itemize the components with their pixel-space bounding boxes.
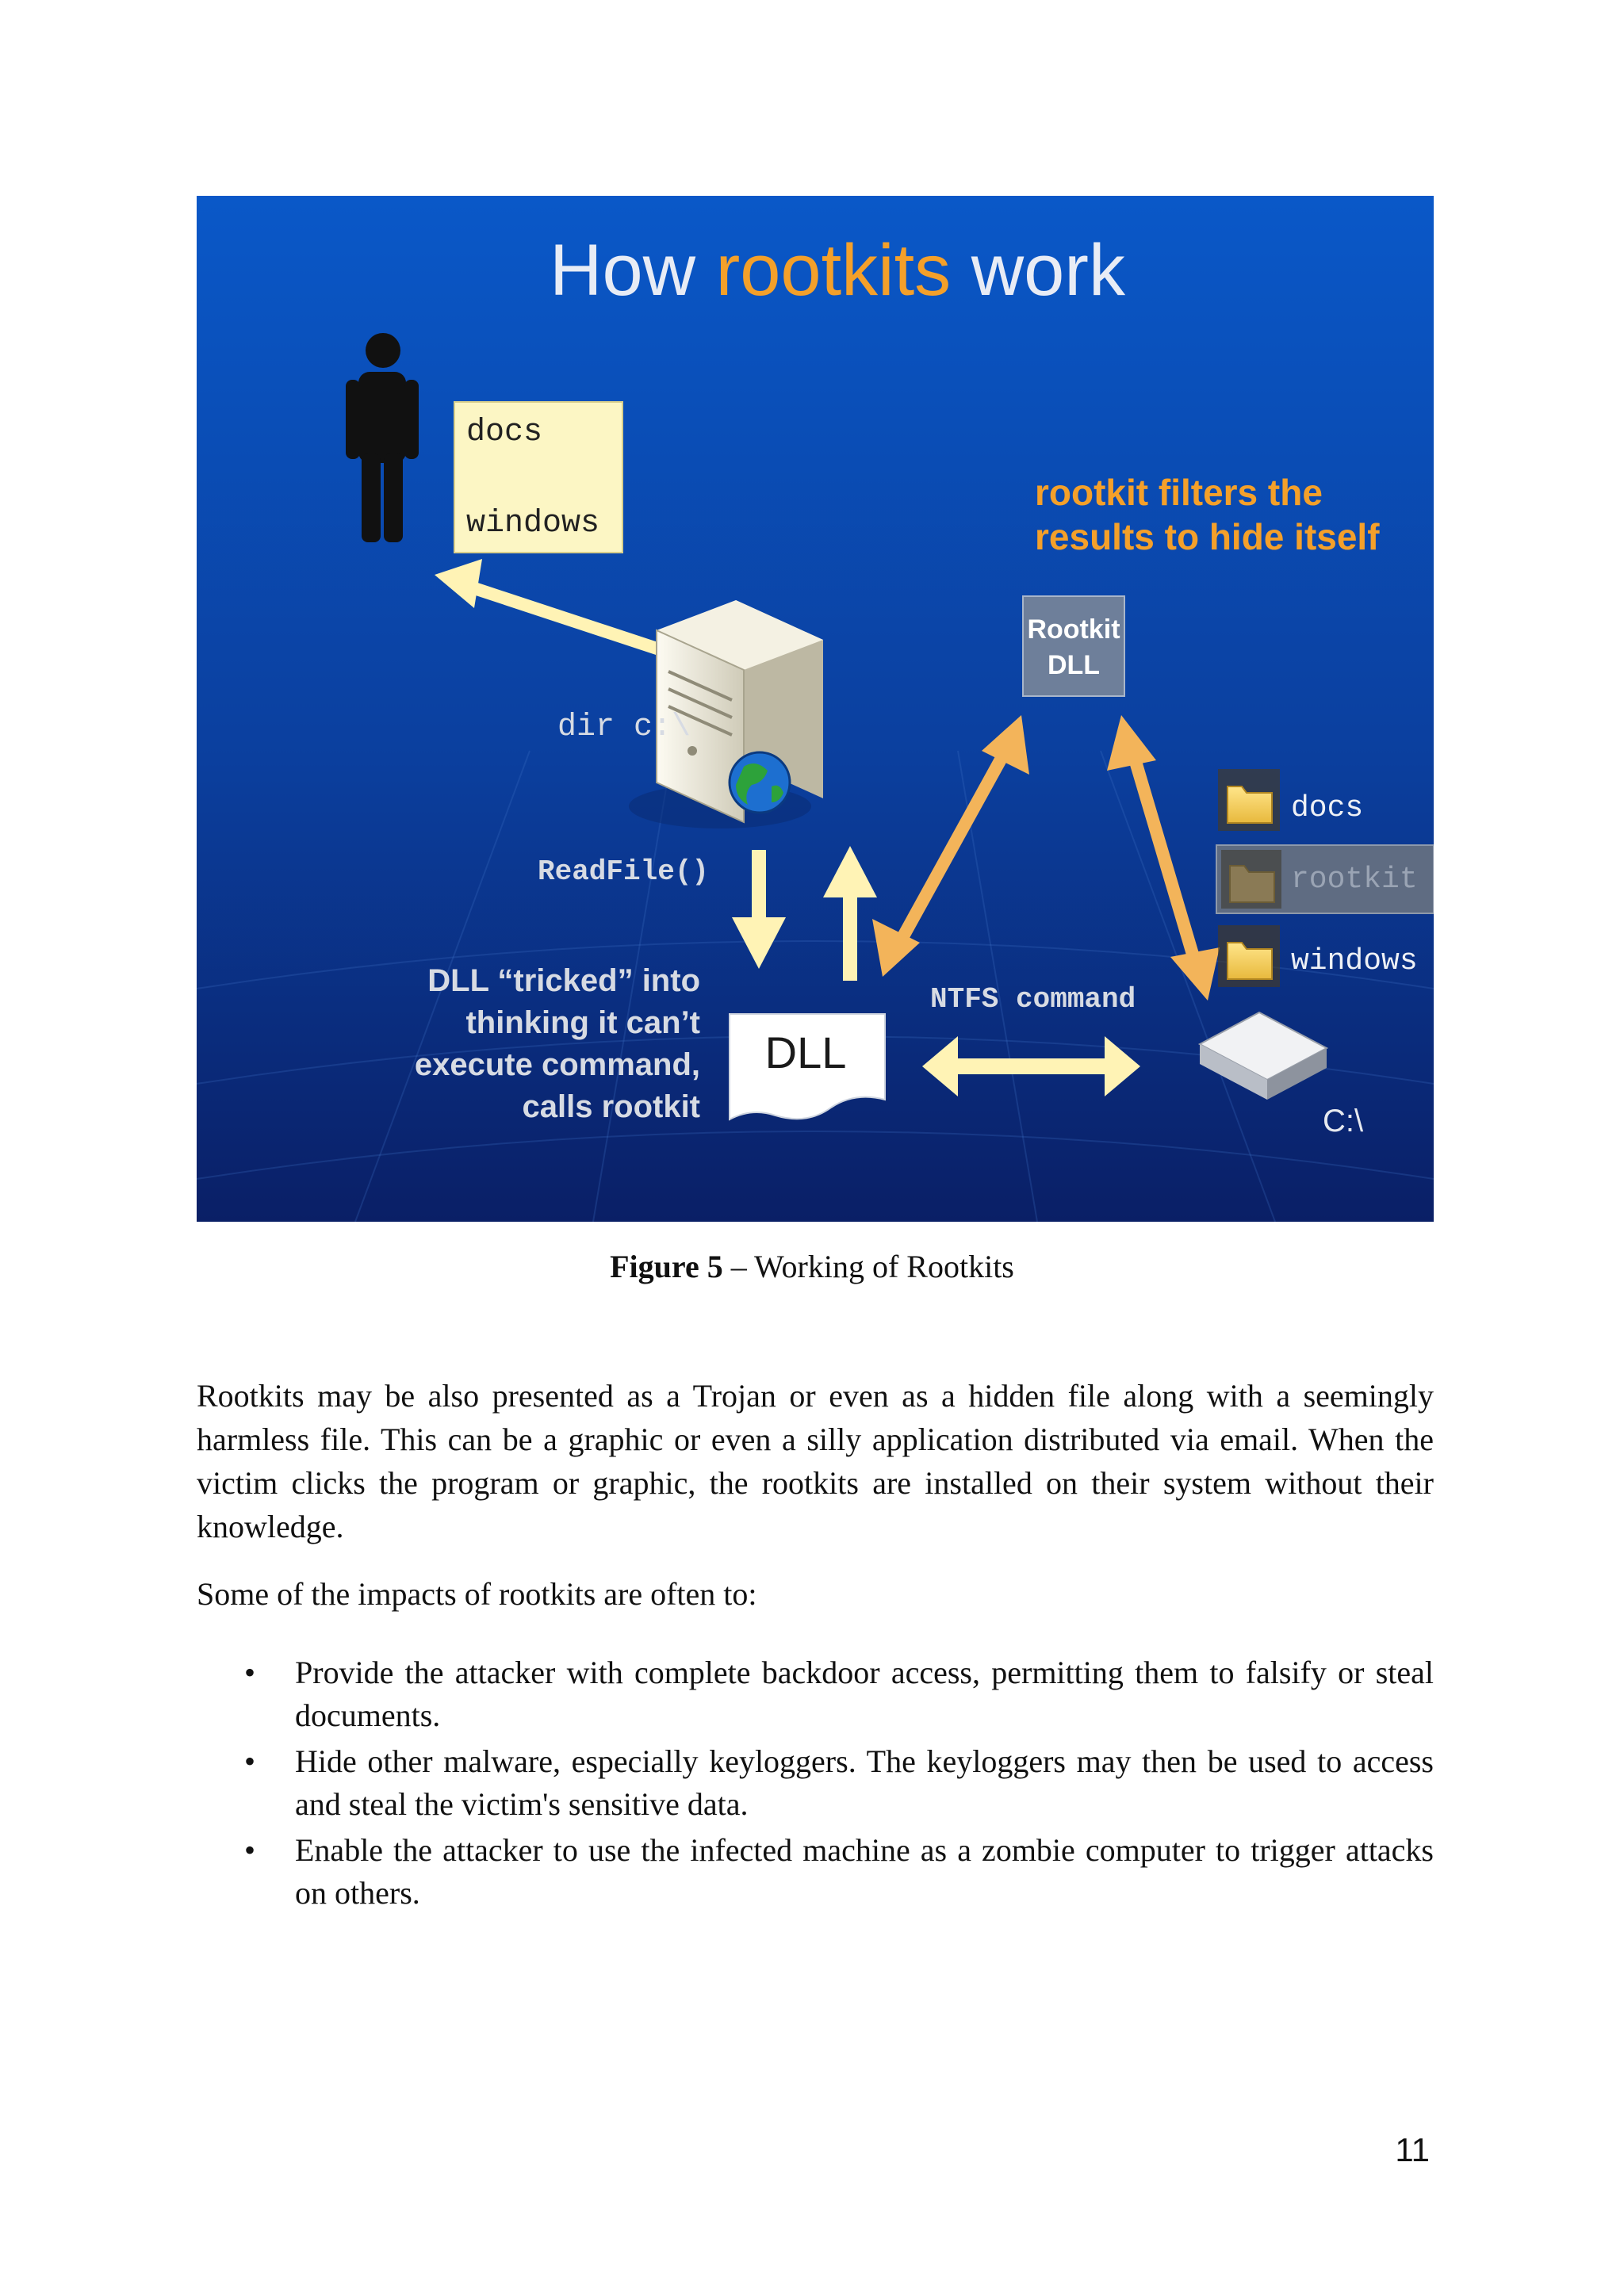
rootkit-note-line2: results to hide itself: [1035, 516, 1380, 557]
folder-windows-label: windows: [1291, 944, 1418, 978]
figure-caption: Figure 5 – Working of Rootkits: [0, 1248, 1624, 1285]
dir-command: dir c:\: [557, 710, 691, 745]
listing-windows: windows: [466, 506, 599, 541]
ntfs-command-label: NTFS command: [930, 983, 1136, 1016]
svg-text:DLL: DLL: [765, 1027, 847, 1077]
listing-docs: docs: [466, 415, 542, 450]
paragraph-rootkits-trojan: Rootkits may be also presented as a Troj…: [197, 1374, 1434, 1548]
impact-text: Hide other malware, especially keylogger…: [295, 1743, 1434, 1822]
svg-text:DLL “tricked” into: DLL “tricked” into: [427, 963, 700, 998]
list-item: • Hide other malware, especially keylogge…: [197, 1740, 1434, 1826]
drive-label: C:\: [1323, 1104, 1364, 1138]
paragraph-impacts-intro: Some of the impacts of rootkits are ofte…: [197, 1572, 1434, 1616]
impact-text: Provide the attacker with complete backd…: [295, 1655, 1434, 1733]
page-number: 11: [1395, 2131, 1430, 2169]
rootkit-dll-box: Rootkit DLL: [1023, 596, 1124, 696]
svg-text:thinking it can’t: thinking it can’t: [465, 1005, 700, 1040]
list-item: • Provide the attacker with complete back…: [197, 1651, 1434, 1737]
caption-text: Working of Rootkits: [754, 1249, 1014, 1284]
rootkit-note-line1: rootkit filters the: [1035, 472, 1323, 513]
rootkit-diagram: How rootkits work docs windows rootkit f…: [197, 196, 1434, 1222]
impact-text: Enable the attacker to use the infected …: [295, 1832, 1434, 1911]
svg-text:calls rootkit: calls rootkit: [522, 1089, 700, 1124]
caption-label: Figure 5: [610, 1249, 723, 1284]
bullet: •: [244, 1740, 255, 1783]
svg-text:execute command,: execute command,: [415, 1047, 700, 1082]
svg-text:DLL: DLL: [1048, 650, 1100, 680]
folder-rootkit: rootkit: [1216, 845, 1434, 913]
readfile-label: ReadFile(): [538, 855, 709, 888]
folder-docs-label: docs: [1291, 791, 1363, 825]
caption-separator: –: [723, 1249, 754, 1284]
svg-text:Rootkit: Rootkit: [1027, 614, 1120, 645]
user-listing-box: docs windows: [454, 402, 622, 553]
diagram-title: How rootkits work: [550, 230, 1126, 311]
bullet: •: [244, 1651, 255, 1694]
impacts-list: • Provide the attacker with complete back…: [197, 1651, 1434, 1918]
folder-rootkit-label: rootkit: [1291, 863, 1418, 897]
bullet: •: [244, 1829, 255, 1872]
list-item: • Enable the attacker to use the infected…: [197, 1829, 1434, 1915]
